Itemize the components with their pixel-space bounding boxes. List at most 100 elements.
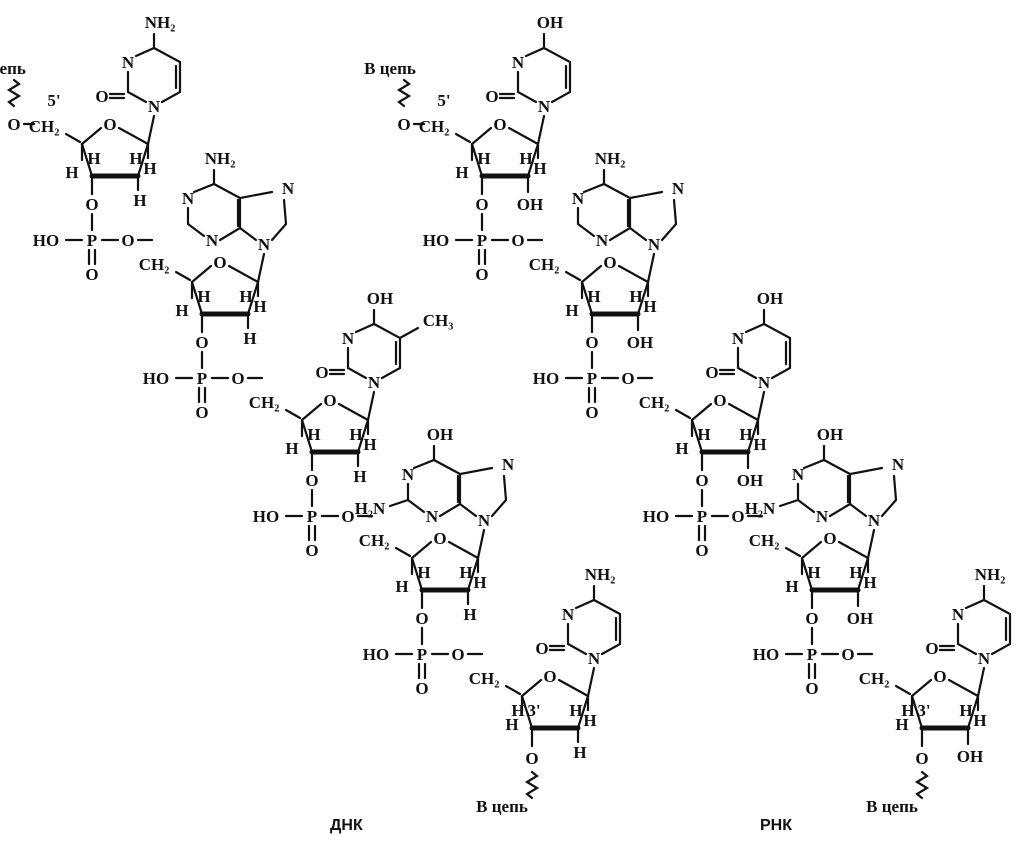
sugar-bond: [470, 142, 484, 178]
substituent-label: NH₂: [205, 149, 236, 168]
ester-oxygen: O: [85, 195, 98, 214]
ester-oxygen: O: [511, 231, 524, 250]
dna-chain-label-top: В цепь: [0, 59, 26, 78]
amino-bond: [778, 498, 800, 508]
ester-oxygen: O: [121, 231, 134, 250]
purine-bond: [848, 466, 884, 518]
rna-5prime-squiggle: [396, 78, 412, 108]
ring-nitrogen: N: [512, 53, 525, 72]
phosphoryl-oxygen: O: [85, 265, 98, 284]
hydrogen-label: H: [463, 605, 476, 624]
hydrogen-label: H: [739, 425, 752, 444]
ring-nitrogen: N: [978, 649, 991, 668]
hydrogen-label: H: [807, 563, 820, 582]
ch2-bond: [174, 270, 192, 282]
hydrogen-label: H: [133, 191, 146, 210]
hydrogen-label: H: [239, 287, 252, 306]
sugar-ring-oxygen: O: [543, 667, 556, 686]
hydrogen-label: H: [785, 577, 798, 596]
dna-5prime-squiggle: [6, 78, 22, 108]
dna-3prime-squiggle: [524, 770, 540, 800]
sugar-bond: [300, 418, 314, 454]
phosphorus-label: P: [197, 369, 207, 388]
phosphorus-label: P: [417, 645, 427, 664]
sugar-bond: [800, 556, 814, 592]
hydroxyl-label: HO: [33, 231, 59, 250]
ester-oxygen: O: [451, 645, 464, 664]
sugar-bond: [80, 126, 103, 146]
ring-nitrogen: N: [258, 235, 271, 254]
hydrogen-label: H: [753, 435, 766, 454]
sugar-bond: [690, 402, 713, 422]
ch2-bond: [894, 684, 912, 696]
prime-3-label: 3': [527, 701, 540, 720]
ring-nitrogen: N: [148, 97, 161, 116]
ring-nitrogen: N: [562, 605, 575, 624]
substituent-label: OH: [757, 289, 783, 308]
ring-nitrogen: N: [182, 189, 195, 208]
purine-bond: [458, 466, 494, 518]
hydrogen-label: H: [569, 701, 582, 720]
glycosidic-bond: [536, 114, 546, 146]
hydrogen-label: H: [87, 149, 100, 168]
sugar-bond: [466, 556, 480, 592]
ester-oxygen: O: [695, 471, 708, 490]
phosphorus-label: P: [307, 507, 317, 526]
sugar-bond: [690, 418, 704, 454]
hydrogen-label: H: [643, 297, 656, 316]
methylene-label: CH₂: [529, 255, 560, 274]
substituent-label: NH₂: [975, 565, 1006, 584]
phosphoryl-oxygen: O: [305, 541, 318, 560]
hydroxyl-label: HO: [643, 507, 669, 526]
hydroxyl-label: HO: [533, 369, 559, 388]
sugar-bond: [910, 694, 924, 730]
sugar-bond: [617, 264, 650, 284]
hydrogen-label: H: [253, 297, 266, 316]
hydrogen-label: H: [363, 435, 376, 454]
sugar-bond: [557, 678, 590, 698]
hydroxyl-label: HO: [363, 645, 389, 664]
phosphoryl-oxygen: O: [585, 403, 598, 422]
dna-caption: ДНК: [330, 817, 363, 834]
hydrogen-label: H: [395, 577, 408, 596]
sugar-bond: [580, 280, 594, 316]
ring-nitrogen: N: [588, 649, 601, 668]
sugar-bond: [947, 678, 980, 698]
sugar-bond: [746, 418, 760, 454]
hydrogen-label: H: [675, 439, 688, 458]
hydrogen-label: H: [697, 425, 710, 444]
ester-oxygen: O: [805, 609, 818, 628]
substituent-label: NH₂: [595, 149, 626, 168]
pyrimidine-bond: [736, 346, 758, 380]
methylene-label: CH₂: [419, 117, 450, 136]
sugar-bond: [227, 264, 260, 284]
terminal-oxygen: O: [397, 115, 410, 134]
ring-nitrogen: N: [426, 507, 439, 526]
substituent-label: OH: [427, 425, 453, 444]
purine-bond: [270, 198, 288, 242]
phosphorus-label: P: [587, 369, 597, 388]
rna-chain-label-top: В цепь: [364, 59, 416, 78]
ester-oxygen: O: [305, 471, 318, 490]
glycosidic-bond: [976, 666, 986, 698]
purine-bond: [490, 474, 508, 518]
phosphorus-label: P: [697, 507, 707, 526]
hydrogen-label: H: [459, 563, 472, 582]
ester-oxygen: O: [195, 333, 208, 352]
methylene-label: CH₂: [749, 531, 780, 550]
ring-nitrogen: N: [648, 235, 661, 254]
ch2-bond: [454, 132, 472, 144]
purine-bond: [218, 226, 242, 242]
glycosidic-bond: [866, 528, 876, 560]
hydroxyl-label: OH: [847, 609, 873, 628]
ester-oxygen: O: [415, 609, 428, 628]
hydrogen-label: H: [243, 329, 256, 348]
sugar-ring-oxygen: O: [823, 529, 836, 548]
terminal-oxygen: O: [7, 115, 20, 134]
ch2-bond: [564, 270, 582, 282]
hydrogen-label: H: [505, 715, 518, 734]
hydrogen-label: H: [901, 701, 914, 720]
phosphoryl-oxygen: O: [475, 265, 488, 284]
sugar-bond: [190, 264, 213, 284]
